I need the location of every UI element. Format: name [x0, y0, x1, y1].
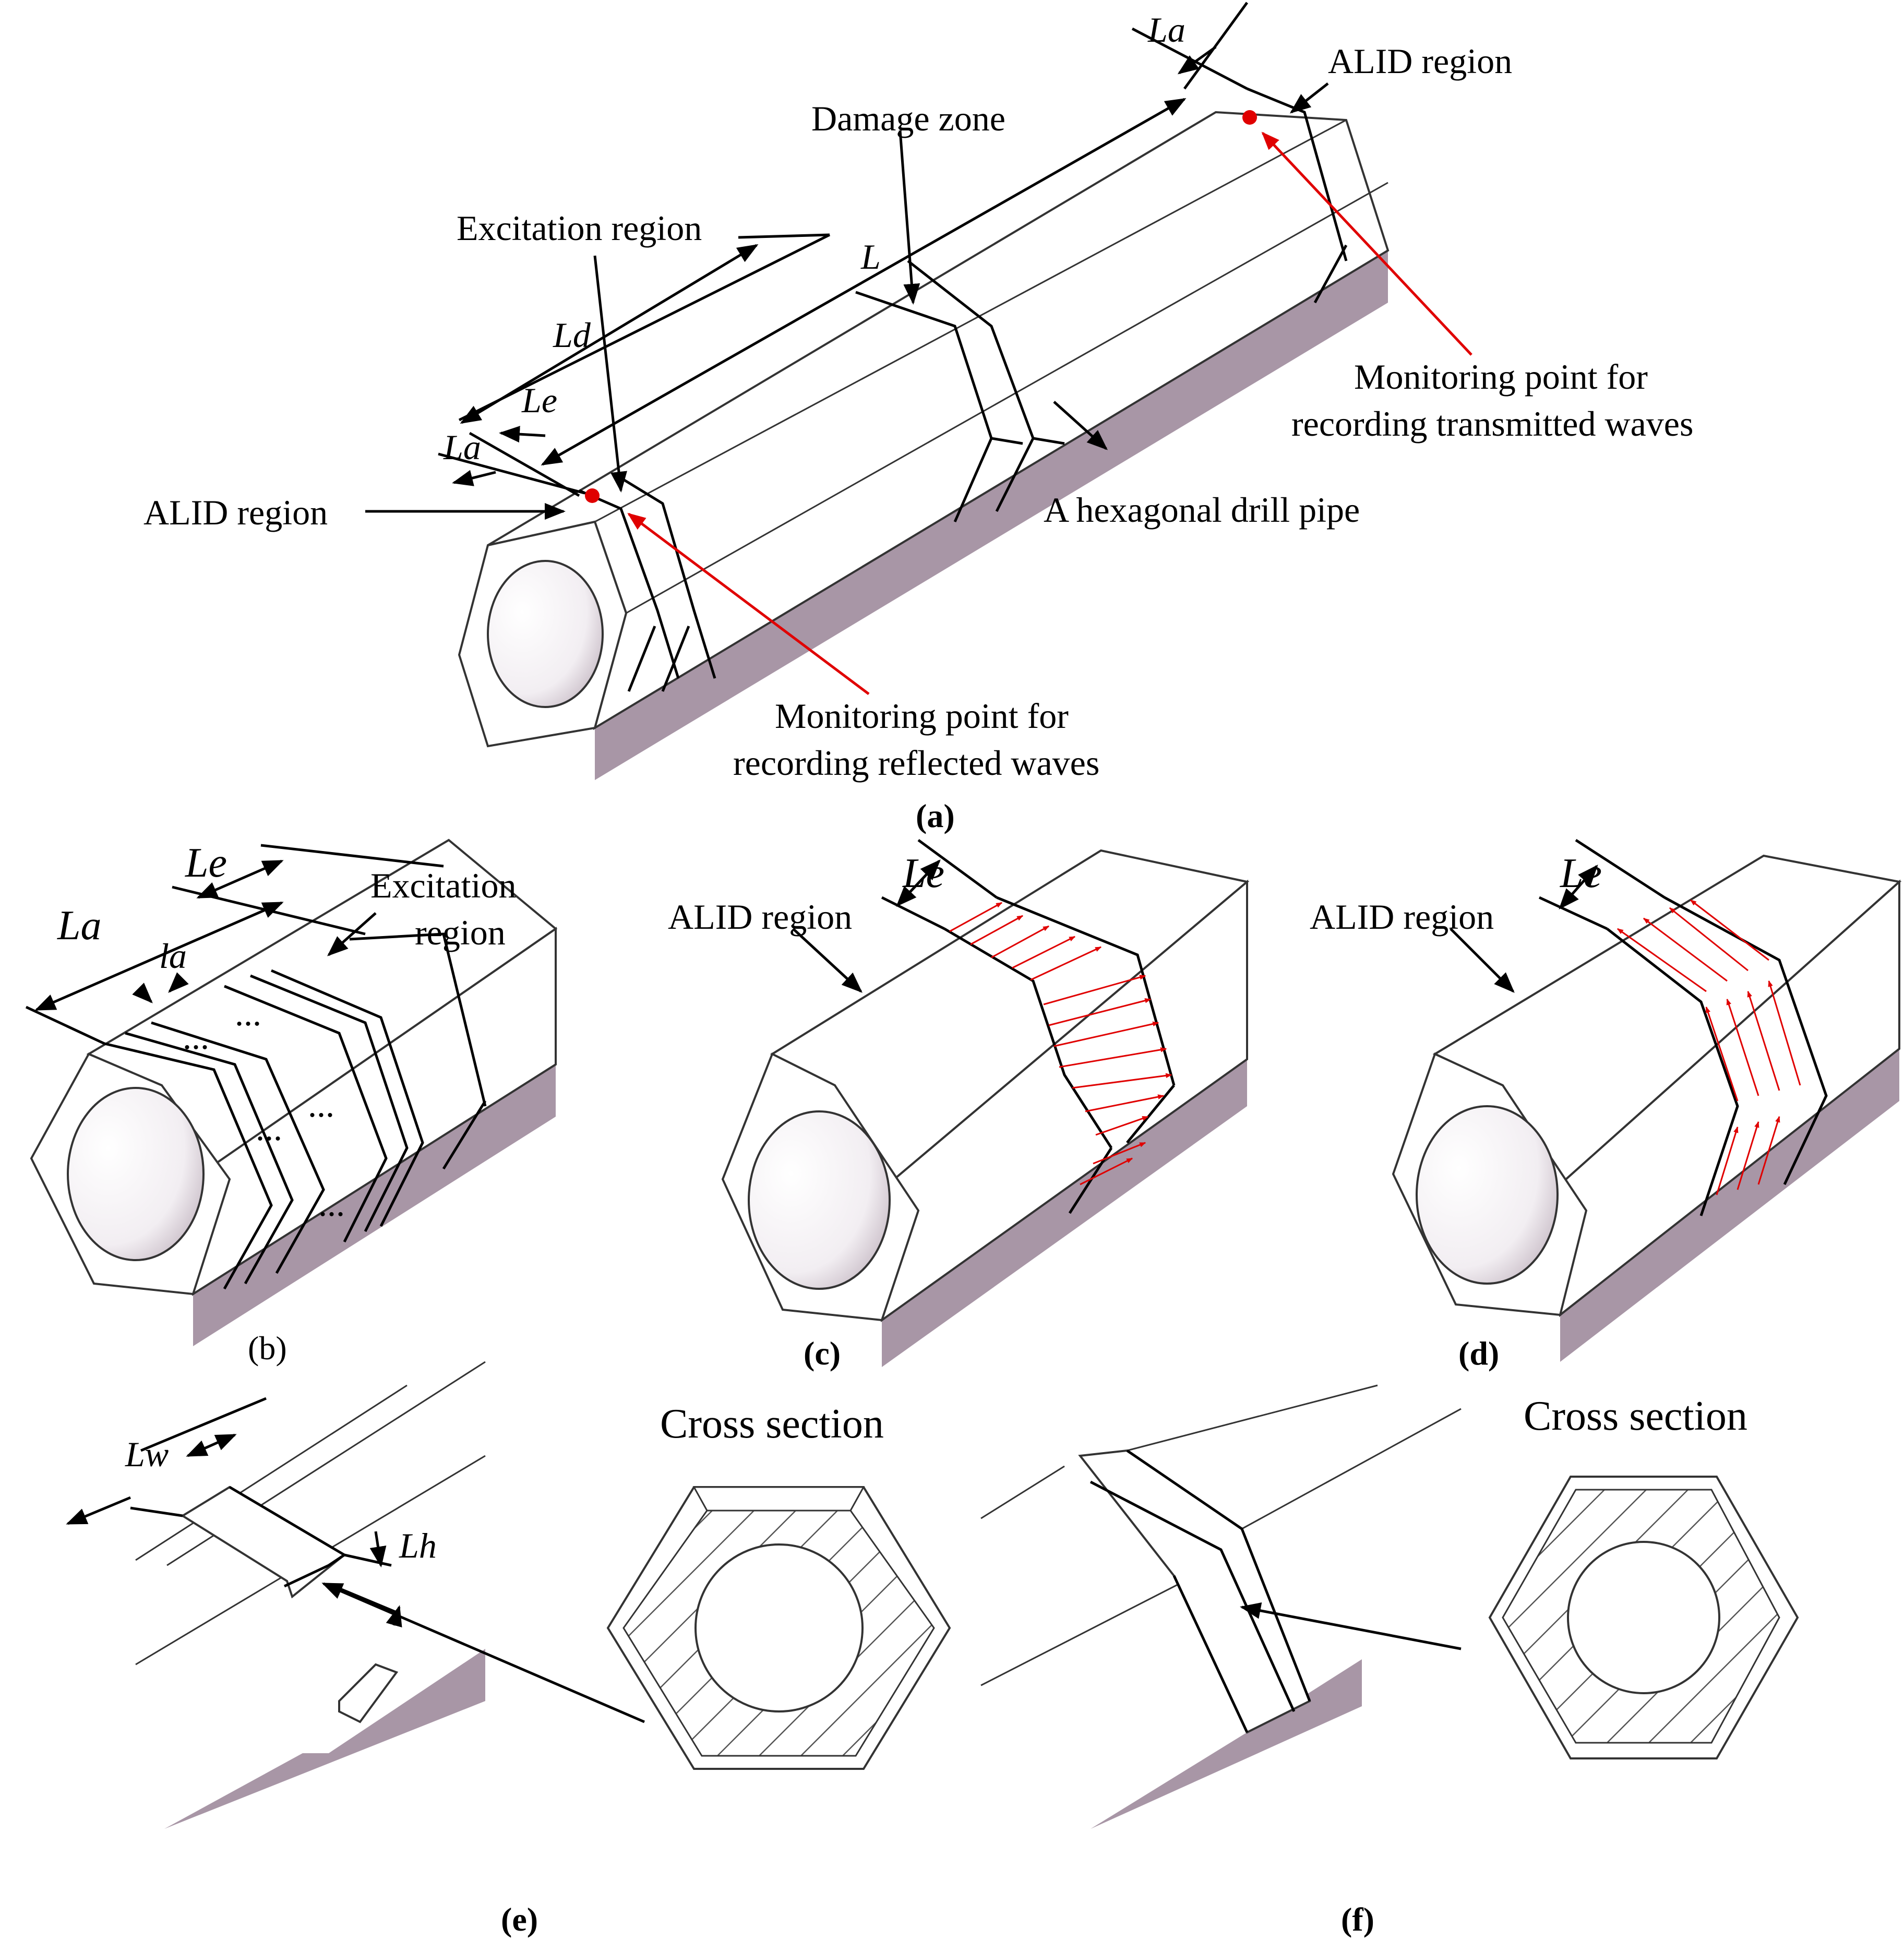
caption-b: (b) [248, 1330, 287, 1367]
pipe-label: A hexagonal drill pipe [1044, 490, 1360, 530]
excitation-line1-b: Excitation [370, 866, 516, 905]
panel-e: Lw Lh Cross section (e) [66, 1361, 951, 1938]
transmitted-label-line1: Monitoring point for [1354, 357, 1648, 397]
caption-c: (c) [804, 1335, 841, 1372]
dim-Ld-label: Ld [553, 315, 591, 355]
pipe-a-bore [487, 560, 604, 708]
dim-Lh-e: Lh [399, 1526, 437, 1565]
panel-f: Cross section (f) [980, 1384, 1799, 1938]
notch-top-e [181, 1486, 346, 1599]
dots-b1: ... [183, 1017, 209, 1057]
dim-Le-c: Le [902, 851, 944, 896]
panel-d: Le ALID region (d) [1310, 839, 1902, 1372]
dim-L-label: L [860, 237, 881, 277]
dots-b3: ... [256, 1108, 282, 1148]
dim-la-b: la [159, 936, 187, 976]
panel-c: Le ALID region (c) [668, 839, 1250, 1372]
cross-section-f-title: Cross section [1524, 1393, 1747, 1439]
pipe-a-side-face [595, 250, 1388, 780]
dim-Le-b: Le [185, 840, 227, 886]
cross-section-f [1488, 1476, 1799, 1759]
caption-a: (a) [916, 797, 955, 834]
dim-La-right-label: La [1147, 10, 1185, 50]
reflected-monitoring-point [585, 488, 600, 503]
damage-zone-label: Damage zone [811, 99, 1005, 138]
alid-region-right-label: ALID region [1328, 41, 1512, 81]
panel-a: ALID region Damage zone Excitation regio… [143, 2, 1693, 834]
transmitted-label-line2: recording transmitted waves [1291, 404, 1693, 444]
alid-region-c: ALID region [668, 897, 852, 937]
alid-region-left-label: ALID region [143, 493, 328, 532]
caption-e: (e) [501, 1901, 538, 1938]
reflected-label-line1: Monitoring point for [775, 696, 1069, 736]
excitation-line2-b: region [415, 913, 506, 952]
caption-f: (f) [1341, 1901, 1374, 1938]
cross-section-e [606, 1486, 951, 1770]
dim-Le-label: Le [521, 380, 557, 420]
dim-La-b: La [57, 903, 102, 949]
red-arrows-c [949, 902, 1172, 1185]
transmitted-monitoring-point [1242, 110, 1257, 125]
cross-section-e-title: Cross section [660, 1401, 884, 1447]
notch-bottom-e [338, 1663, 399, 1723]
dim-Lw-e: Lw [125, 1434, 169, 1474]
dots-b5: ... [318, 1184, 345, 1224]
red-arrows-d [1617, 899, 1801, 1195]
dots-b4: ... [308, 1085, 334, 1124]
notch-f [1078, 1449, 1311, 1734]
reflected-label-line2: recording reflected waves [733, 743, 1099, 783]
caption-d: (d) [1458, 1335, 1499, 1372]
dots-b2: ... [235, 993, 261, 1033]
excitation-region-label: Excitation region [457, 208, 702, 248]
dim-Le-d: Le [1560, 851, 1602, 896]
dim-La-left-label: La [443, 427, 481, 467]
panel-b: ... ... ... ... ... La Le la Excitation … [25, 839, 558, 1367]
alid-region-d: ALID region [1310, 897, 1494, 937]
